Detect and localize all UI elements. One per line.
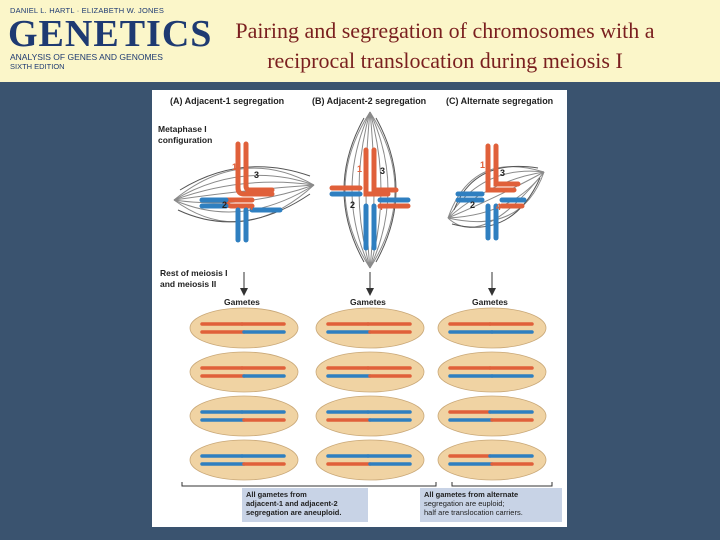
gamete-a4 <box>189 439 299 481</box>
chromosome-number-4-c: 4 <box>496 202 501 212</box>
chromosome-number-2-b: 2 <box>350 200 355 210</box>
panel-label-alternate: (C) Alternate segregation <box>446 96 553 106</box>
chromosome-number-3-b: 3 <box>380 166 385 176</box>
chromosome-number-1-c: 1 <box>480 160 485 170</box>
gamete-b3 <box>315 395 425 437</box>
gamete-c2 <box>437 351 547 393</box>
gamete-a3 <box>189 395 299 437</box>
gametes-label-alternate: Gametes <box>472 297 508 307</box>
book-logo: DANIEL L. HARTL · ELIZABETH W. JONES GEN… <box>8 6 211 72</box>
chromosome-number-4: 4 <box>248 202 253 212</box>
chromosome-numbers: 1 3 2 4 1 3 2 4 1 3 2 4 <box>222 160 505 212</box>
gamete-c4 <box>437 439 547 481</box>
rest-of-meiosis-line-2: and meiosis II <box>160 279 216 289</box>
note-euploid-line-1: All gametes from alternate <box>424 490 518 499</box>
chromosome-number-1: 1 <box>232 162 237 172</box>
rest-of-meiosis-line-1: Rest of meiosis I <box>160 268 228 278</box>
spindle-adjacent-1 <box>173 166 315 223</box>
chromosome-number-2: 2 <box>222 200 227 210</box>
note-box-aneuploid <box>242 488 368 522</box>
note-box-euploid <box>420 488 562 522</box>
note-euploid-line-2: segregation are euploid; <box>424 499 504 508</box>
bracket-aneuploid <box>181 482 437 487</box>
note-aneuploid-line-2: adjacent-1 and adjacent-2 <box>246 499 338 508</box>
chromosome-number-4-b: 4 <box>378 202 383 212</box>
gamete-a1 <box>189 307 299 349</box>
logo-subtitle: ANALYSIS OF GENES AND GENOMES <box>10 52 163 62</box>
translocation-figure: (A) Adjacent-1 segregation (B) Adjacent-… <box>152 90 567 527</box>
slide-title-line-2: reciprocal translocation during meiosis … <box>267 48 623 73</box>
logo-authors: DANIEL L. HARTL · ELIZABETH W. JONES <box>10 6 165 15</box>
gamete-c1 <box>437 307 547 349</box>
slide-title-line-1: Pairing and segregation of chromosomes w… <box>235 18 655 43</box>
quadrivalent-adjacent-2 <box>329 147 411 251</box>
logo-edition: SIXTH EDITION <box>10 62 65 71</box>
panel-label-adjacent-1: (A) Adjacent-1 segregation <box>170 96 284 106</box>
gamete-b4 <box>315 439 425 481</box>
gamete-b1 <box>315 307 425 349</box>
gametes-label-adjacent-2: Gametes <box>350 297 386 307</box>
figure-canvas: (A) Adjacent-1 segregation (B) Adjacent-… <box>158 96 562 522</box>
panel-label-adjacent-2: (B) Adjacent-2 segregation <box>312 96 426 106</box>
chromosome-number-3: 3 <box>254 170 259 180</box>
note-aneuploid-line-3: segregation are aneuploid. <box>246 508 341 517</box>
chromosome-number-2-c: 2 <box>470 200 475 210</box>
quadrivalent-adjacent-1 <box>199 141 283 243</box>
logo-brand: GENETICS <box>8 13 213 55</box>
metaphase-label-line-1: Metaphase I <box>158 124 207 134</box>
gametes-label-adjacent-1: Gametes <box>224 297 260 307</box>
slide-header: DANIEL L. HARTL · ELIZABETH W. JONES GEN… <box>0 0 720 82</box>
note-euploid-line-3: half are translocation carriers. <box>424 508 523 517</box>
quadrivalent-alternate <box>455 143 527 241</box>
gamete-b2 <box>315 351 425 393</box>
note-aneuploid-line-1: All gametes from <box>246 490 307 499</box>
gamete-c3 <box>437 395 547 437</box>
gametes-grid <box>189 307 547 481</box>
bracket-euploid <box>451 482 553 487</box>
slide-title: Pairing and segregation of chromosomes w… <box>190 16 700 76</box>
chromosome-number-3-c: 3 <box>500 168 505 178</box>
chromosome-number-1-b: 1 <box>357 164 362 174</box>
metaphase-label-line-2: configuration <box>158 135 212 145</box>
gamete-a2 <box>189 351 299 393</box>
